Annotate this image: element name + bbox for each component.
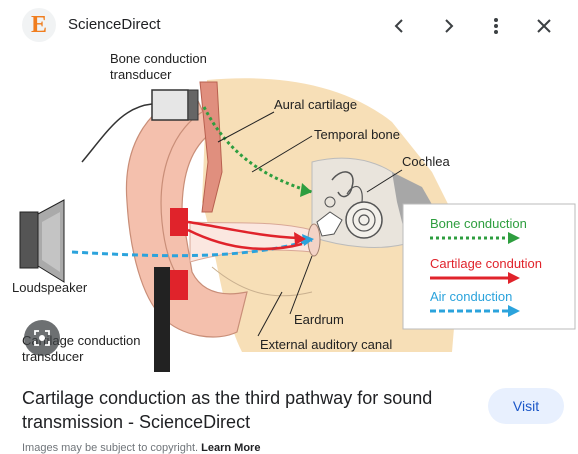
image-title[interactable]: Cartilage conduction as the third pathwa…	[22, 388, 433, 432]
viewer-header: E ScienceDirect	[0, 0, 578, 52]
more-vert-icon	[494, 18, 498, 34]
site-favicon: E	[22, 8, 56, 42]
legend-cartilage-label: Cartilage condution	[430, 256, 542, 271]
label-bone-transducer: Bone conduction	[110, 52, 207, 66]
cartilage-conduction-transducer	[154, 208, 188, 372]
chevron-left-icon	[394, 19, 403, 33]
preview-image[interactable]: Bone conduction transducer Aural cartila…	[12, 52, 578, 372]
label-ear-canal: External auditory canal	[260, 337, 392, 352]
bone-conduction-transducer	[81, 89, 199, 163]
more-options-button[interactable]	[480, 10, 512, 42]
legend: Bone conduction Cartilage condution Air …	[402, 203, 576, 330]
ear-diagram: Bone conduction transducer Aural cartila…	[12, 52, 576, 372]
next-button[interactable]	[432, 10, 464, 42]
cochlea-shape	[331, 171, 383, 239]
label-aural-cartilage: Aural cartilage	[274, 97, 357, 112]
legend-air-label: Air conduction	[430, 289, 512, 304]
visual-search-button[interactable]	[24, 320, 60, 356]
legend-bone-label: Bone conduction	[430, 216, 527, 231]
visit-button[interactable]: Visit	[488, 388, 564, 424]
lens-icon	[34, 330, 50, 346]
site-name: ScienceDirect	[68, 16, 161, 33]
cartilage-conduction-path	[187, 220, 301, 240]
loudspeaker-shape	[19, 199, 65, 283]
chevron-right-icon	[445, 19, 454, 33]
close-button[interactable]	[528, 10, 560, 42]
previous-button[interactable]	[384, 10, 416, 42]
aural-cartilage-shape	[199, 81, 223, 213]
label-eardrum: Eardrum	[294, 312, 344, 327]
learn-more-link[interactable]: Learn More	[201, 442, 261, 454]
label-temporal-bone: Temporal bone	[314, 127, 400, 142]
copyright-notice: Images may be subject to copyright. Lear…	[22, 442, 261, 454]
label-bone-transducer-2: transducer	[110, 67, 172, 82]
label-cochlea: Cochlea	[402, 154, 450, 169]
close-icon	[537, 19, 551, 33]
label-loudspeaker: Loudspeaker	[12, 280, 88, 295]
